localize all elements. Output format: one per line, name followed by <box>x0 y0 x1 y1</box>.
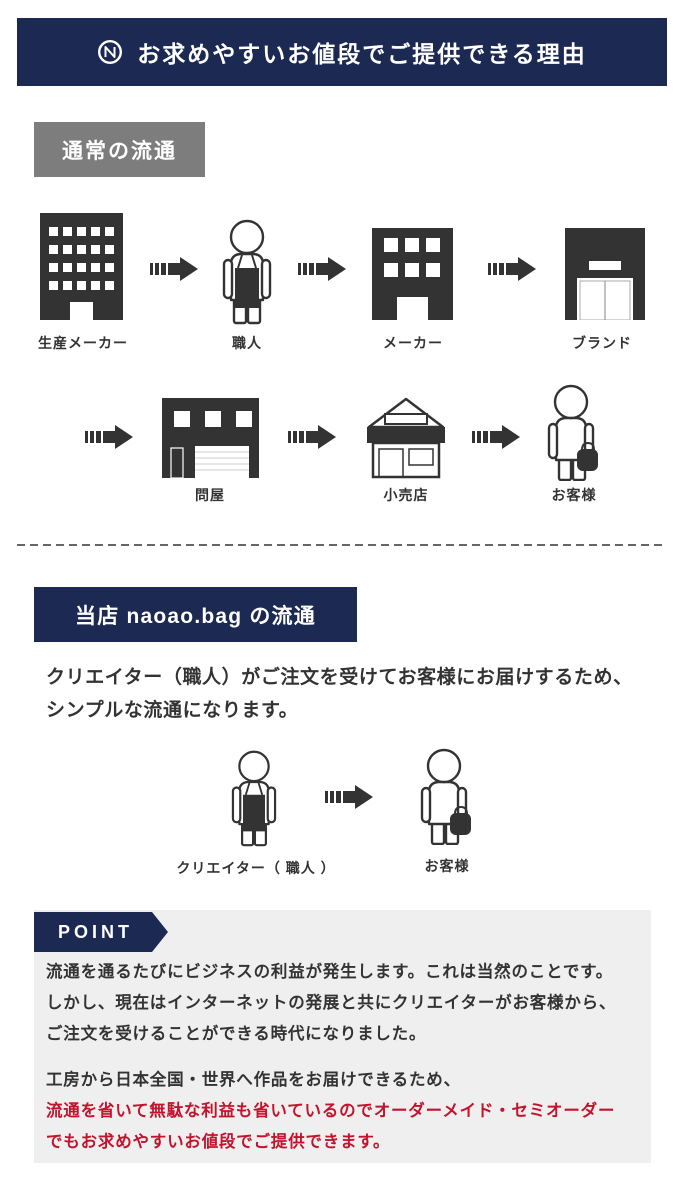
point-line: 流通を通るたびにビジネスの利益が発生します。これは当然のことです。 <box>46 963 614 981</box>
point-text: 流通を通るたびにビジネスの利益が発生します。これは当然のことです。 しかし、現在… <box>46 957 616 1158</box>
step-label-production-maker: 生産メーカー <box>38 335 128 351</box>
our-flow-label: 当店 naoao.bag の流通 <box>34 587 357 642</box>
factory-building-icon <box>40 213 123 320</box>
right-arrow-icon <box>472 425 520 449</box>
step-label-brand: ブランド <box>572 335 632 351</box>
right-arrow-icon <box>85 425 133 449</box>
wholesaler-building-icon <box>162 398 259 478</box>
section-header: お求めやすいお値段でご提供できる理由 <box>17 18 667 86</box>
right-arrow-icon <box>150 257 198 281</box>
point-highlight-line: でもお求めやすいお値段でご提供できます。 <box>46 1133 391 1151</box>
right-arrow-icon <box>298 257 346 281</box>
description-line: シンプルな流通になります。 <box>46 700 299 721</box>
point-highlight-line: 流通を省いて無駄な利益も省いているのでオーダーメイド・セミオーダー <box>46 1102 616 1120</box>
point-line: ご注文を受けることができる時代になりました。 <box>46 1025 427 1043</box>
craftsman-icon <box>222 219 272 325</box>
brand-logo-icon <box>98 40 123 64</box>
step-label-retail-shop: 小売店 <box>383 487 429 503</box>
right-arrow-icon <box>325 785 373 809</box>
point-box: POINT 流通を通るたびにビジネスの利益が発生します。これは当然のことです。 … <box>34 910 651 1163</box>
customer-with-bag-icon <box>420 748 471 845</box>
normal-flow-label: 通常の流通 <box>34 122 205 177</box>
right-arrow-icon <box>488 257 536 281</box>
description-line: クリエイター（職人）がご注文を受けてお客様にお届けするため、 <box>46 667 633 688</box>
section-divider <box>17 544 667 546</box>
point-line: しかし、現在はインターネットの発展と共にクリエイターがお客様から、 <box>46 994 617 1012</box>
point-line: 工房から日本全国・世界へ作品をお届けできるため、 <box>46 1071 461 1089</box>
craftsman-icon <box>231 750 277 847</box>
customer-with-bag-icon <box>547 384 598 481</box>
header-title: お求めやすいお値段でご提供できる理由 <box>137 41 587 67</box>
step-label-customer: お客様 <box>424 858 470 874</box>
step-label-wholesaler: 問屋 <box>195 487 225 503</box>
point-tab: POINT <box>34 912 168 952</box>
step-label-customer: お客様 <box>551 487 597 503</box>
our-flow-description: クリエイター（職人）がご注文を受けてお客様にお届けするため、 シンプルな流通にな… <box>46 661 633 727</box>
retail-shop-icon <box>367 397 445 479</box>
step-label-craftsman: 職人 <box>232 335 262 351</box>
right-arrow-icon <box>288 425 336 449</box>
maker-building-icon <box>372 228 453 320</box>
step-label-creator: クリエイター（ 職人 ） <box>176 860 336 876</box>
step-label-maker: メーカー <box>383 335 443 351</box>
brand-store-icon <box>565 228 645 320</box>
